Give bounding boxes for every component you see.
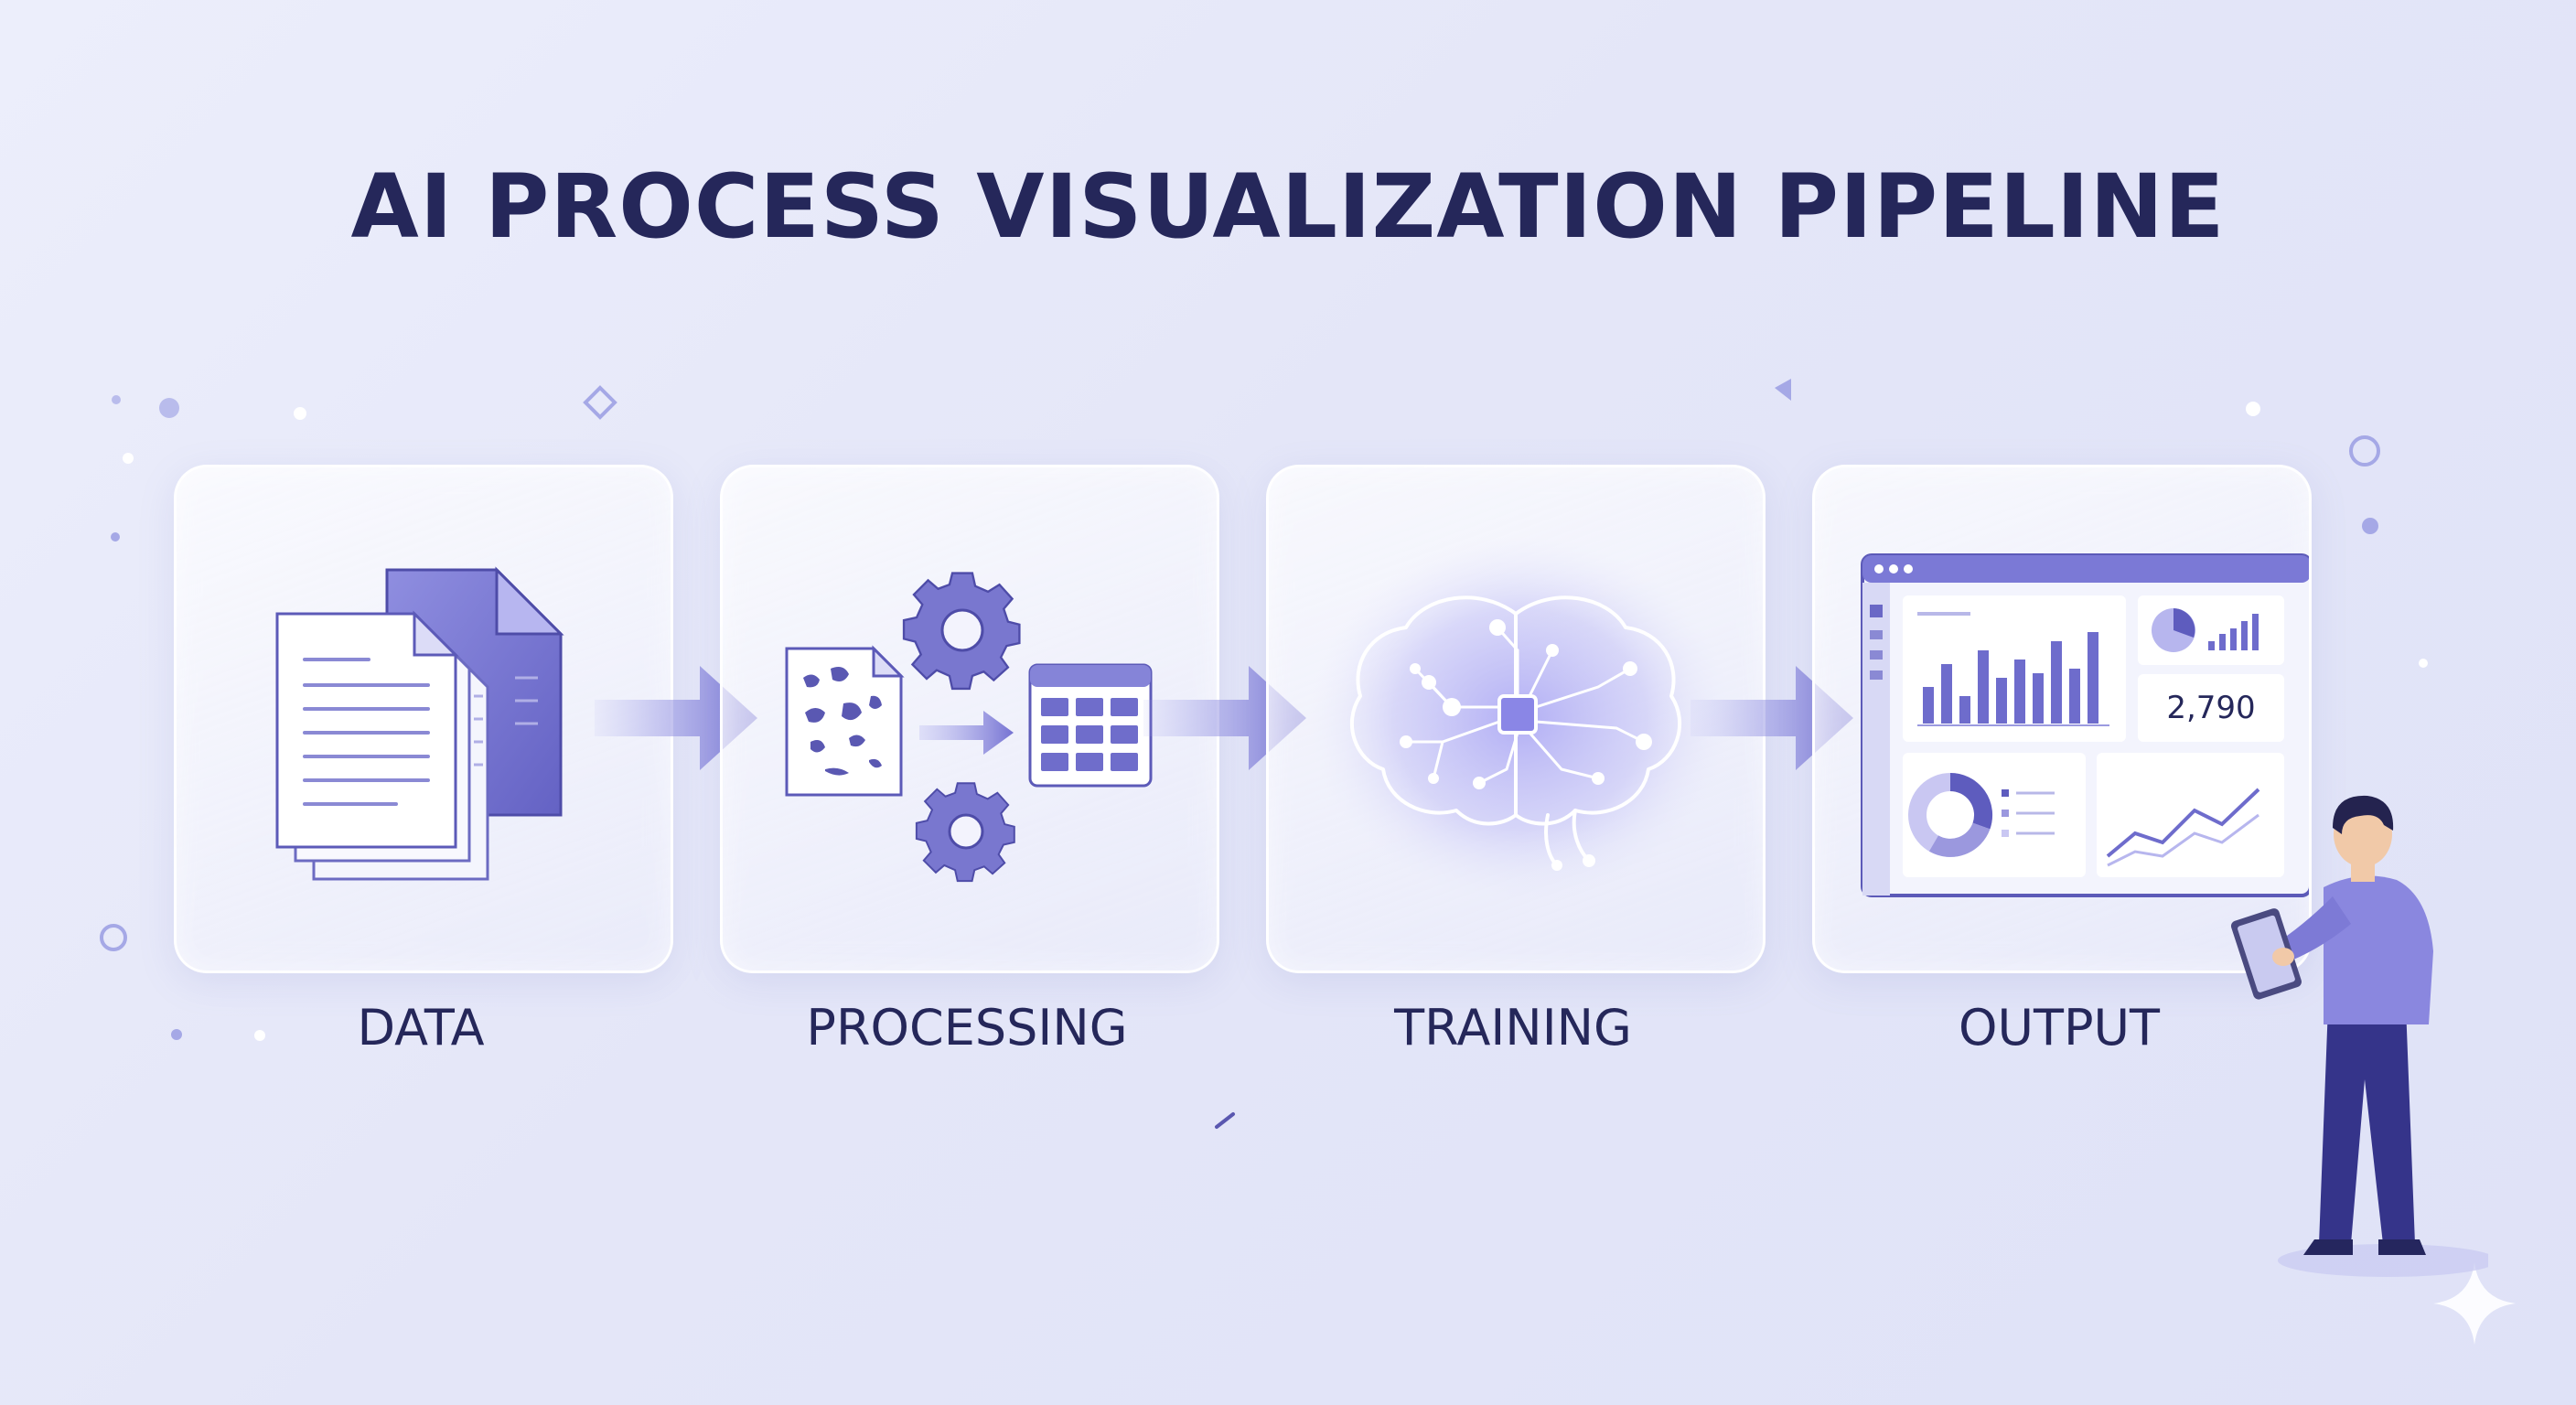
dashboard-icon [1861,553,2309,897]
metric-value: 2,790 [2166,690,2256,726]
stage-card-processing [720,465,1219,973]
gears-table-icon [785,572,1153,883]
stage-label-data: DATA [357,999,485,1056]
page-title: AI PROCESS VISUALIZATION PIPELINE [350,156,2226,258]
brain-circuit-icon [1310,536,1731,902]
stage-card-output: 2,790 [1812,465,2312,973]
stage-label-processing: PROCESSING [806,999,1128,1056]
documents-icon [275,566,564,881]
person-illustration [2230,795,2488,1277]
arrow-right-icon [1143,666,1306,770]
arrow-right-icon [595,666,757,770]
stage-label-output: OUTPUT [1958,999,2161,1056]
stage-card-training [1266,465,1766,973]
stage-label-training: TRAINING [1394,999,1632,1056]
stage-card-data [174,465,673,973]
